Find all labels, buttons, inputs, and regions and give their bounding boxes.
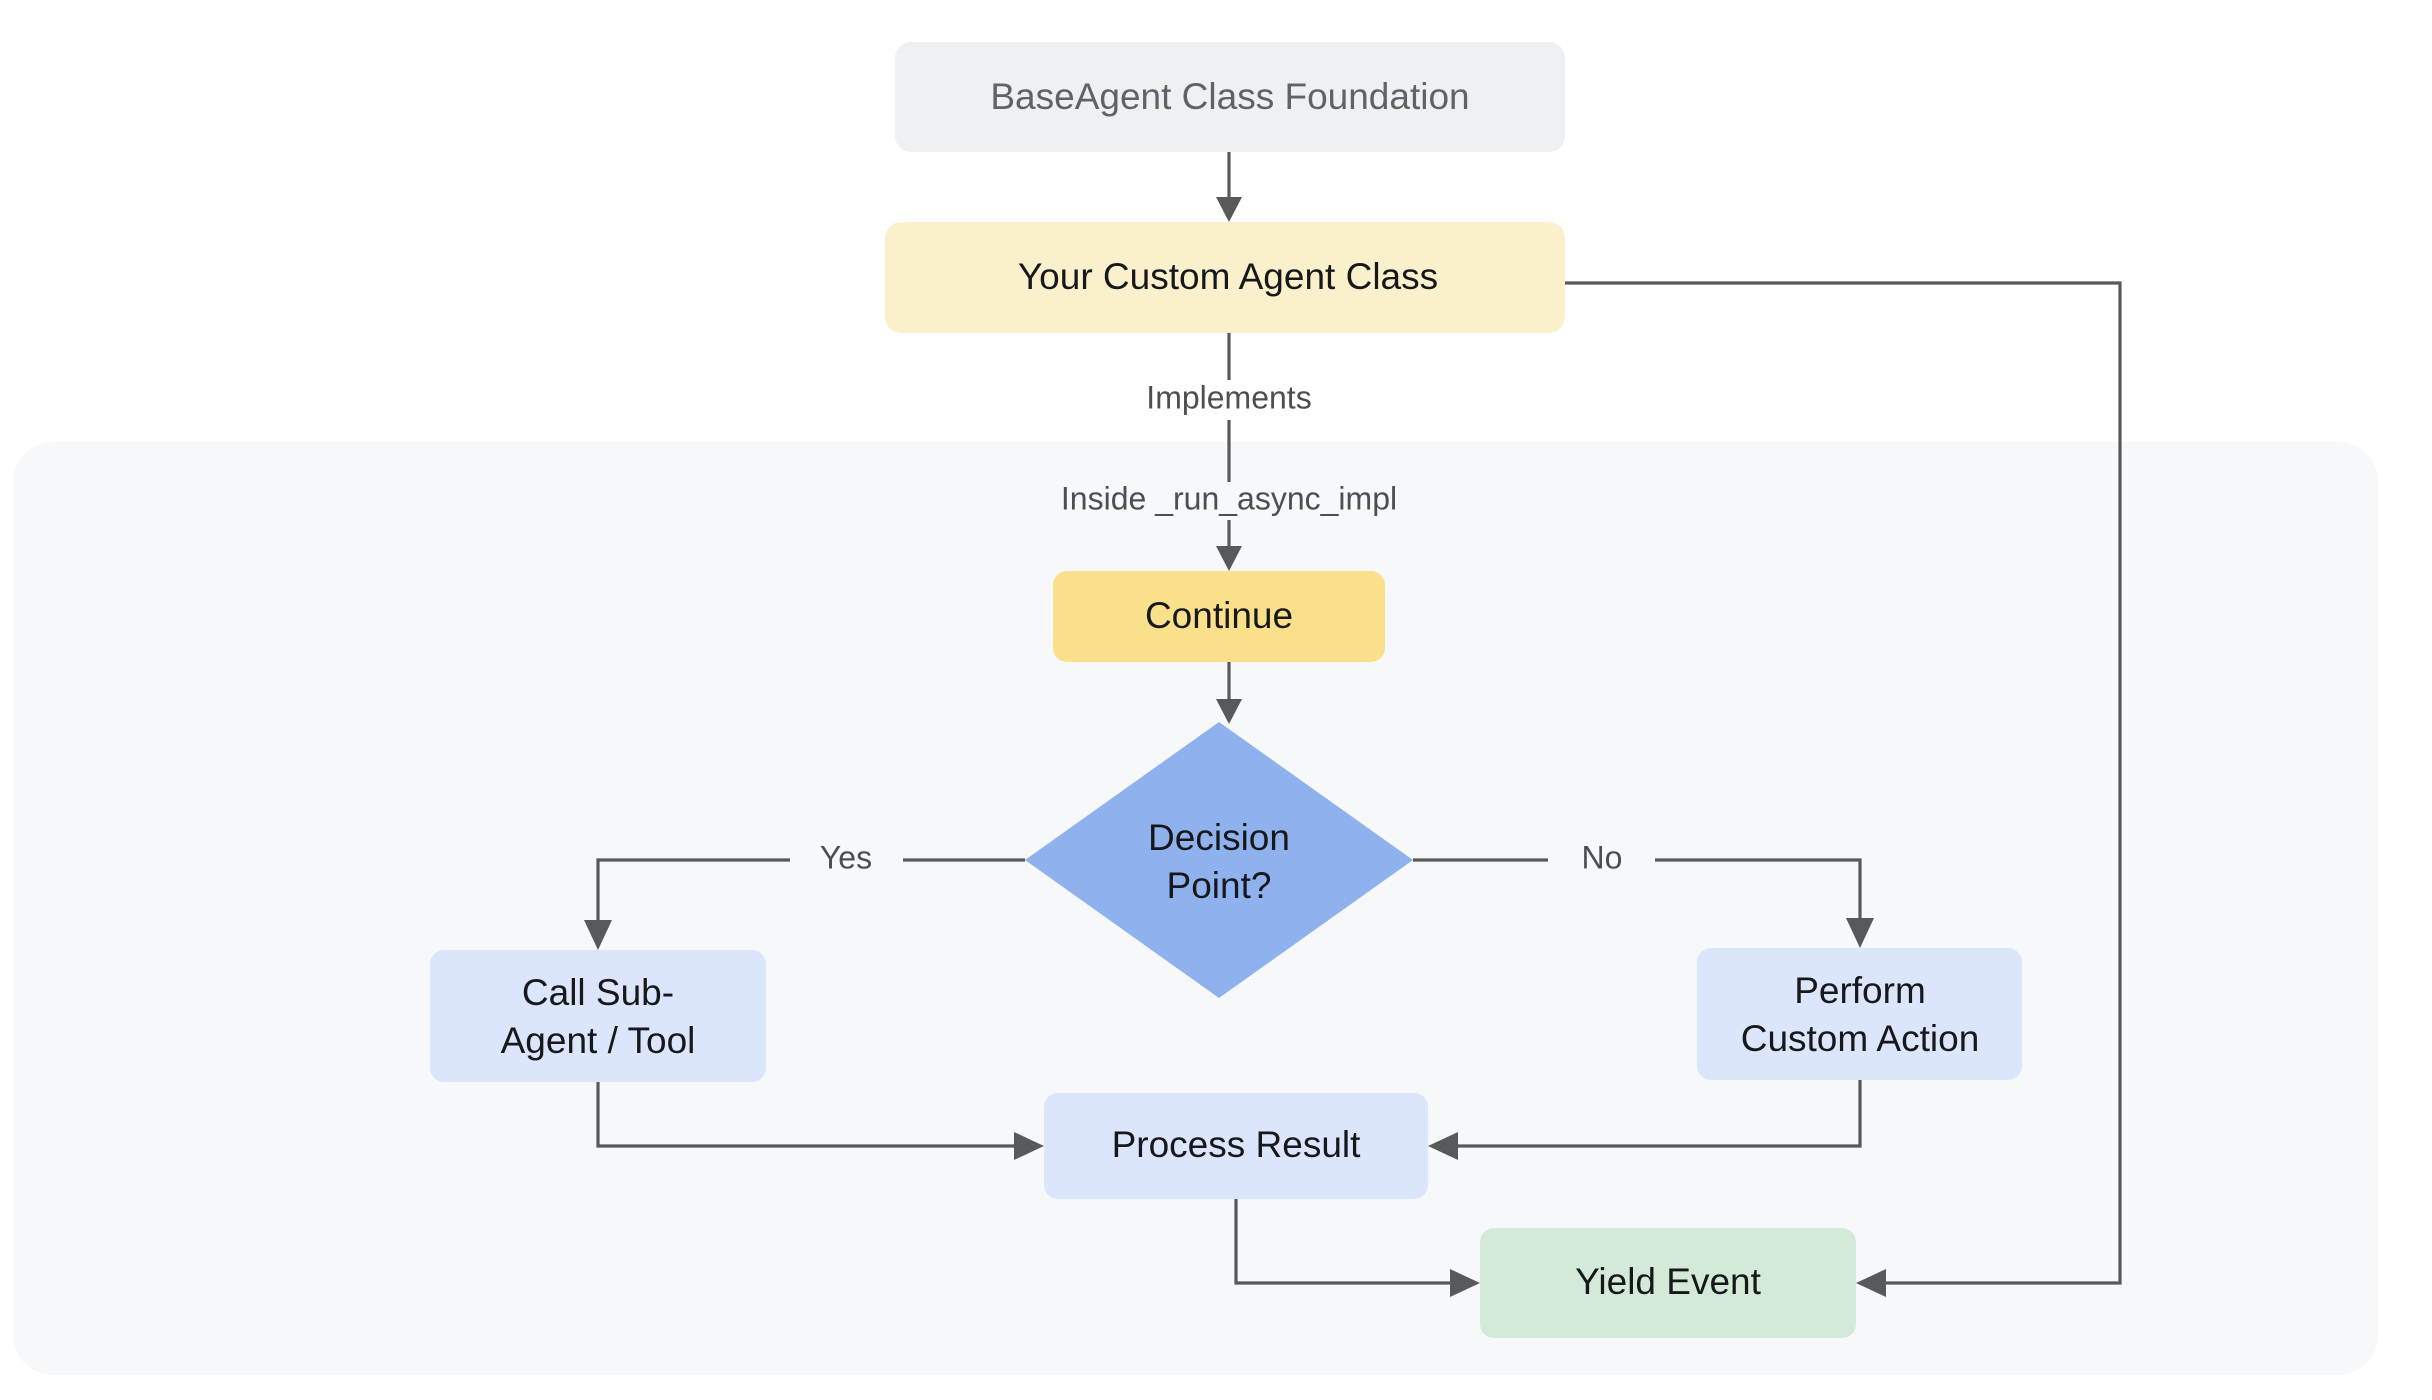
node-call-sub-agent-label-line1: Call Sub-: [522, 972, 674, 1013]
node-perform-custom-action-label-line2: Custom Action: [1741, 1018, 1980, 1059]
node-yield-event-label: Yield Event: [1575, 1261, 1762, 1302]
node-decision-label-line2: Point?: [1167, 865, 1272, 906]
edge-label-yes: Yes: [820, 839, 872, 875]
edge-decision-no-to-perform-custom-action: [1413, 858, 1874, 948]
edge-label-implements: Implements: [1146, 379, 1311, 415]
node-process-result-label: Process Result: [1112, 1124, 1362, 1165]
node-continue[interactable]: Continue: [1053, 571, 1385, 662]
edge-base-agent-to-custom-agent: [1216, 152, 1242, 222]
node-perform-custom-action[interactable]: Perform Custom Action: [1697, 948, 2022, 1080]
edge-decision-yes-to-call-sub-agent: [584, 858, 1025, 950]
node-decision-label-line1: Decision: [1148, 817, 1290, 858]
node-base-agent-class-foundation[interactable]: BaseAgent Class Foundation: [895, 42, 1565, 152]
node-base-agent-label: BaseAgent Class Foundation: [990, 76, 1469, 117]
node-call-sub-agent-label-line2: Agent / Tool: [501, 1020, 696, 1061]
edge-custom-agent-to-continue: [1216, 333, 1242, 571]
edge-label-no: No: [1582, 839, 1623, 875]
node-decision-point[interactable]: Decision Point?: [1025, 722, 1413, 998]
node-perform-custom-action-box[interactable]: [1697, 948, 2022, 1080]
edge-process-result-to-yield-event: [1234, 1199, 1480, 1297]
node-call-sub-agent-box[interactable]: [430, 950, 766, 1082]
node-process-result-box[interactable]: [1044, 1093, 1428, 1199]
node-custom-agent-box[interactable]: [885, 222, 1565, 333]
node-base-agent-box[interactable]: [895, 42, 1565, 152]
edge-continue-to-decision: [1216, 662, 1242, 724]
node-decision-diamond[interactable]: [1025, 722, 1413, 998]
node-call-sub-agent-tool[interactable]: Call Sub- Agent / Tool: [430, 950, 766, 1082]
edge-label-inside-run-async-impl: Inside _run_async_impl: [1061, 480, 1397, 516]
node-your-custom-agent-class[interactable]: Your Custom Agent Class: [885, 222, 1565, 333]
edge-call-sub-agent-to-process-result: [596, 1082, 1044, 1160]
node-yield-event-box[interactable]: [1480, 1228, 1856, 1338]
node-continue-box[interactable]: [1053, 571, 1385, 662]
edge-perform-custom-action-to-process-result: [1428, 1080, 1862, 1160]
edge-custom-agent-to-yield-event: [1565, 281, 2122, 1297]
node-process-result[interactable]: Process Result: [1044, 1093, 1428, 1199]
node-yield-event[interactable]: Yield Event: [1480, 1228, 1856, 1338]
node-continue-label: Continue: [1145, 595, 1293, 636]
node-perform-custom-action-label-line1: Perform: [1794, 970, 1926, 1011]
node-custom-agent-label: Your Custom Agent Class: [1018, 256, 1438, 297]
